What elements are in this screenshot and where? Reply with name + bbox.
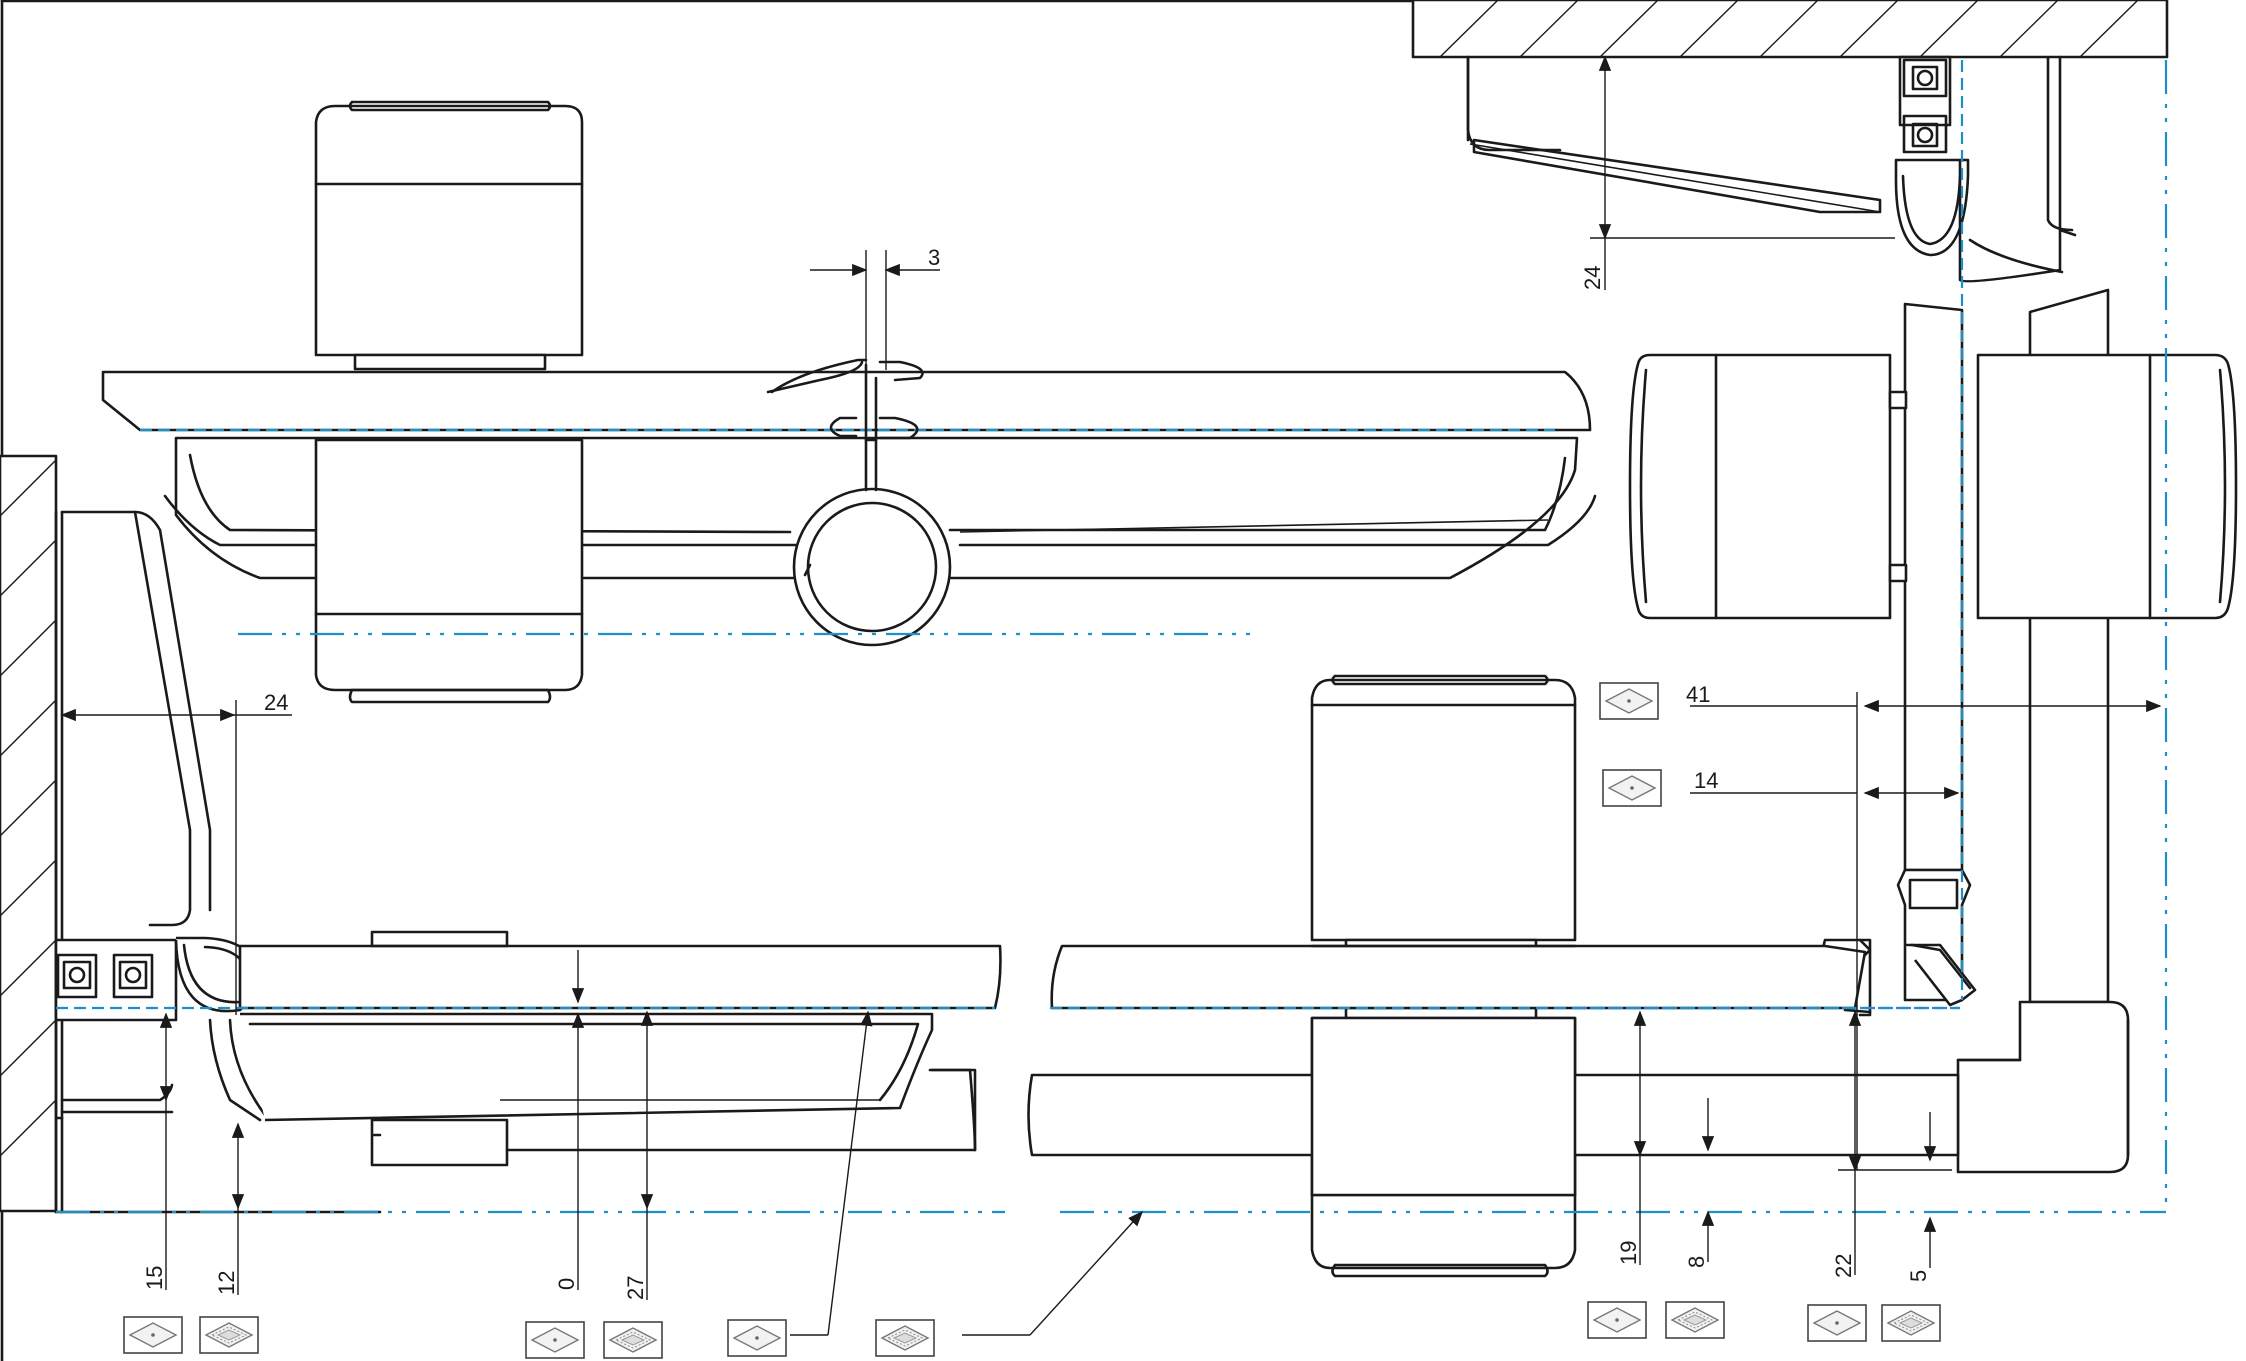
lower-right-panel bbox=[1027, 944, 2022, 1197]
glass-panel-icon bbox=[1807, 1304, 1867, 1342]
tile-panel-icon bbox=[1881, 1304, 1941, 1342]
lower-left-panel bbox=[56, 930, 1002, 1167]
dim-label: 24 bbox=[264, 690, 288, 715]
right-roller-left bbox=[1628, 353, 1908, 620]
glass-panel-icon bbox=[1599, 682, 1659, 720]
dim-label: 14 bbox=[1694, 768, 1718, 793]
top-panel-assembly bbox=[101, 100, 1597, 704]
glass-panel-icon bbox=[727, 1319, 787, 1357]
glass-panel-icon bbox=[1602, 769, 1662, 807]
dim-label: 27 bbox=[623, 1276, 648, 1300]
dim-label: 24 bbox=[1580, 266, 1605, 290]
glass-panel-icon bbox=[525, 1321, 585, 1359]
right-roller-right bbox=[1976, 353, 2238, 620]
dim-label: 5 bbox=[1906, 1270, 1931, 1282]
axis-frame-right bbox=[56, 60, 2168, 1214]
dim-label: 12 bbox=[214, 1271, 239, 1295]
glass-panel-icon bbox=[1587, 1301, 1647, 1339]
dim-right-14: 14 bbox=[1690, 768, 1960, 800]
tile-panel-icon bbox=[1665, 1301, 1725, 1339]
leader-bottom-center bbox=[790, 1010, 1144, 1336]
right-lower-roller-top bbox=[1310, 674, 1577, 950]
frame bbox=[0, 0, 1415, 1361]
dim-label: 15 bbox=[142, 1266, 167, 1290]
dim-bottom-15: 15 bbox=[142, 1012, 173, 1290]
dim-label: 22 bbox=[1831, 1254, 1856, 1278]
dim-label: 41 bbox=[1686, 682, 1710, 707]
tile-panel-icon bbox=[199, 1316, 259, 1354]
left-corner-bracket bbox=[54, 936, 267, 1122]
glass-panel-icon bbox=[123, 1316, 183, 1354]
wall-top-right bbox=[1411, 0, 2169, 59]
tile-panel-icon bbox=[875, 1319, 935, 1357]
dim-bottom-12: 12 bbox=[214, 1122, 245, 1295]
dim-bottom-27: 27 bbox=[623, 1010, 654, 1300]
tile-panel-icon bbox=[603, 1321, 663, 1359]
right-corner-hinge bbox=[1822, 868, 1977, 1017]
dim-bottom-19: 19 bbox=[1616, 1010, 1647, 1265]
top-right-profile bbox=[1466, 55, 2077, 283]
dim-bottom-8: 8 bbox=[1684, 1098, 1715, 1268]
dim-bottom-5: 5 bbox=[1906, 1112, 1937, 1282]
dim-label: 19 bbox=[1616, 1241, 1641, 1265]
dim-gap-top: 3 bbox=[810, 245, 940, 370]
dim-label: 8 bbox=[1684, 1256, 1709, 1268]
dim-left-width: 24 bbox=[60, 690, 292, 1015]
dim-top-right-height: 24 bbox=[1580, 55, 1895, 290]
dim-bottom-22: 22 bbox=[1831, 1010, 1952, 1278]
dim-bottom-0: 0 bbox=[554, 950, 585, 1290]
dim-label: 3 bbox=[928, 245, 940, 270]
dim-label: 0 bbox=[554, 1278, 579, 1290]
wall-left bbox=[0, 454, 58, 1213]
